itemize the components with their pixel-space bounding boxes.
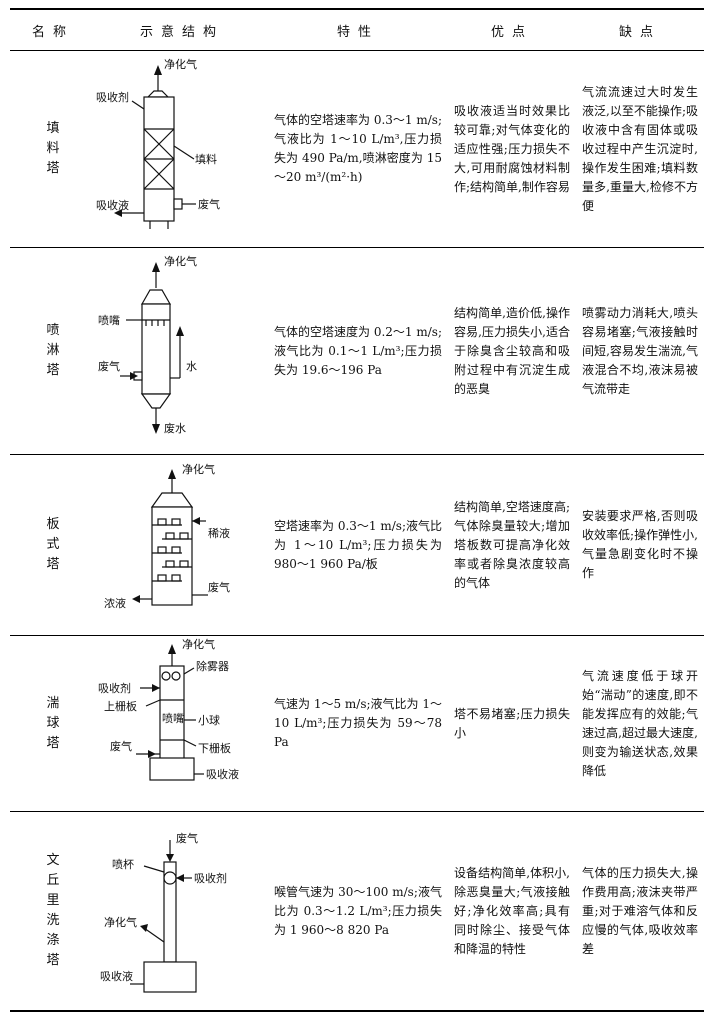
- tower-name: 喷淋塔: [46, 323, 60, 378]
- pros-cell: 结构简单,造价低,操作容易,压力损失小,适合于除臭含尘较高和吸附过程中有沉淀生成…: [448, 247, 576, 455]
- pros-cell: 塔不易堵塞;压力损失小: [448, 635, 576, 812]
- tower-name: 填料塔: [46, 121, 60, 176]
- pros-cell: 结构简单,空塔速度高;气体除臭量较大;增加塔板数可提高净化效率或者除臭浓度较高的…: [448, 454, 576, 636]
- label-waste-water: 废水: [164, 421, 186, 435]
- cons-cell: 安装要求严格,否则吸收效率低;操作弹性小,气量急剧变化时不操作: [576, 454, 704, 636]
- label-demister: 除雾器: [196, 659, 229, 673]
- label-waste-gas: 废气: [98, 359, 120, 373]
- feature-cell: 喉管气速为 30～100 m/s;液气比为 0.3～1.2 L/m³;压力损失为…: [268, 811, 448, 1012]
- header-row: 名称 示意结构 特性 优点 缺点: [10, 8, 704, 51]
- tower-comparison-table: 名称 示意结构 特性 优点 缺点 填料塔: [10, 8, 704, 1012]
- pros-cell: 吸收液适当时效果比较可靠;对气体变化的适应性强;压力损失不大,可用耐腐蚀材料制作…: [448, 50, 576, 248]
- label-absorbent: 吸收剂: [98, 681, 131, 695]
- table-row: 填料塔 净化气 吸收: [10, 50, 704, 248]
- feature-cell: 气体的空塔速度为 0.2～1 m/s;液气比为 0.1～1 L/m³;压力损失为…: [268, 247, 448, 455]
- label-clean-gas: 净化气: [104, 915, 137, 929]
- label-waste-gas: 废气: [198, 197, 220, 211]
- header-feature: 特性: [268, 8, 448, 51]
- label-nozzle: 喷嘴: [162, 712, 184, 725]
- label-waste-gas: 废气: [176, 831, 198, 845]
- cons-cell: 气体的压力损失大,操作费用高;液沫夹带严重;对于难溶气体和反应慢的气体,吸收效率…: [576, 811, 704, 1012]
- label-nozzle: 喷嘴: [98, 314, 120, 327]
- header-pros: 优点: [448, 8, 576, 51]
- feature-cell: 气速为 1～5 m/s;液气比为 1～10 L/m³;压力损失为 59～78 P…: [268, 635, 448, 812]
- spray-tower-diagram: 净化气 喷嘴 废气 水 废水: [98, 254, 197, 435]
- label-clean-gas: 净化气: [164, 57, 197, 71]
- label-lower-grid: 下栅板: [198, 741, 231, 755]
- label-absorb-liquid: 吸收液: [206, 767, 239, 781]
- cons-cell: 喷雾动力消耗大,喷头容易堵塞;气液接触时间短,容易发生湍流,气液混合不均,液沫易…: [576, 247, 704, 455]
- ball-tower-diagram: 净化气 除雾器 吸收剂 上栅板 喷嘴 小球 废气 下栅板 吸收液: [98, 637, 239, 781]
- feature-cell: 空塔速率为 0.3～1 m/s;液气比为 1～10 L/m³;压力损失为 980…: [268, 454, 448, 636]
- label-clean-gas: 净化气: [182, 637, 215, 651]
- header-name: 名称: [10, 8, 96, 51]
- label-spray-cup: 喷杯: [112, 857, 134, 871]
- label-absorbent: 吸收剂: [194, 871, 227, 885]
- feature-cell: 气体的空塔速率为 0.3～1 m/s;气液比为 1～10 L/m³,压力损失为 …: [268, 50, 448, 248]
- table-row: 板式塔 净化气 稀液: [10, 454, 704, 636]
- tower-name: 湍球塔: [46, 695, 60, 751]
- label-dilute-liquid: 稀液: [208, 526, 230, 540]
- label-waste-gas: 废气: [208, 580, 230, 594]
- tower-name: 板式塔: [46, 517, 60, 572]
- label-absorb-liquid: 吸收液: [100, 969, 133, 983]
- label-clean-gas: 净化气: [182, 462, 215, 476]
- label-absorb-liquid: 吸收液: [96, 198, 129, 212]
- venturi-diagram: 废气 喷杯 吸收剂 净化气 吸收液: [100, 831, 227, 993]
- table-row: 湍球塔 净化气 除雾器: [10, 635, 704, 812]
- label-conc-liquid: 浓液: [104, 596, 126, 610]
- packed-tower-diagram: 净化气 吸收剂 填料 吸收液 废气: [96, 57, 220, 229]
- label-upper-grid: 上栅板: [104, 699, 137, 713]
- label-packing: 填料: [195, 152, 217, 166]
- label-water: 水: [186, 360, 197, 373]
- header-structure: 示意结构: [96, 8, 268, 51]
- table-row: 喷淋塔 净化气 喷嘴: [10, 247, 704, 455]
- plate-tower-diagram: 净化气 稀液 废气 浓液: [104, 462, 230, 610]
- label-clean-gas: 净化气: [164, 254, 197, 268]
- pros-cell: 设备结构简单,体积小,除恶臭量大;气液接触好;净化效率高;具有同时除尘、接受气体…: [448, 811, 576, 1012]
- header-cons: 缺点: [576, 8, 704, 51]
- cons-cell: 气流流速过大时发生液泛,以至不能操作;吸收液中含有固体或吸收过程中产生沉淀时,操…: [576, 50, 704, 248]
- label-absorbent: 吸收剂: [96, 90, 129, 104]
- label-waste-gas: 废气: [110, 739, 132, 753]
- label-small-ball: 小球: [198, 713, 220, 727]
- table-row: 文丘里洗涤塔 废气 喷杯 吸收剂 净化气 吸收液: [10, 811, 704, 1012]
- cons-cell: 气流速度低于球开始“湍动”的速度,即不能发挥应有的效能;气速过高,超过最大速度,…: [576, 635, 704, 812]
- tower-name: 文丘里洗涤塔: [46, 853, 60, 968]
